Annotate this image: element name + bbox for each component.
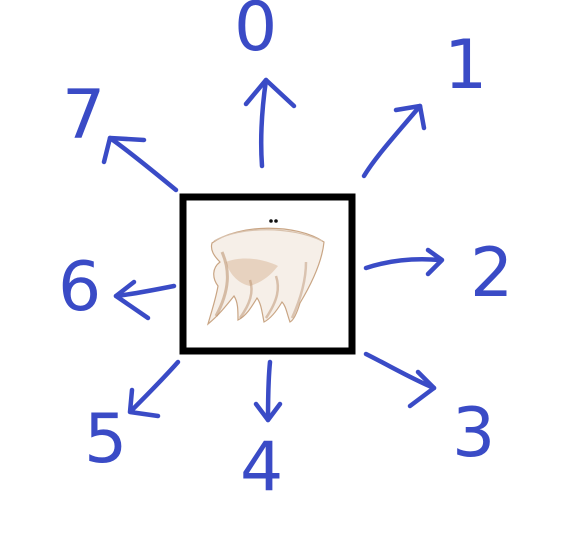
direction-label-1: 1 [444,26,487,105]
arrow-6 [113,279,177,321]
ghost-eye-right [274,219,278,223]
center-frame [179,193,356,355]
arrow-2 [363,247,445,277]
arrow-5 [127,359,181,419]
arrow-0 [243,77,297,169]
arrow-3 [363,351,437,409]
ghost-top-line [213,229,323,242]
ghost-fold [264,275,280,319]
direction-label-0: 0 [234,0,277,67]
arrow-4 [253,359,283,423]
direction-label-2: 2 [470,234,513,313]
ghost-shade [226,258,278,286]
ghost-fold [214,251,229,317]
ghost-fold [238,279,253,319]
direction-label-6: 6 [58,248,101,327]
ghost-eye-left [269,219,273,223]
arrow-7 [101,135,179,193]
direction-label-7: 7 [62,76,105,155]
direction-label-4: 4 [240,428,283,507]
direction-label-5: 5 [84,400,127,479]
ghost-icon [206,219,325,326]
arrow-1 [361,103,427,179]
direction-label-3: 3 [452,394,495,473]
ghost-fold [290,261,308,319]
